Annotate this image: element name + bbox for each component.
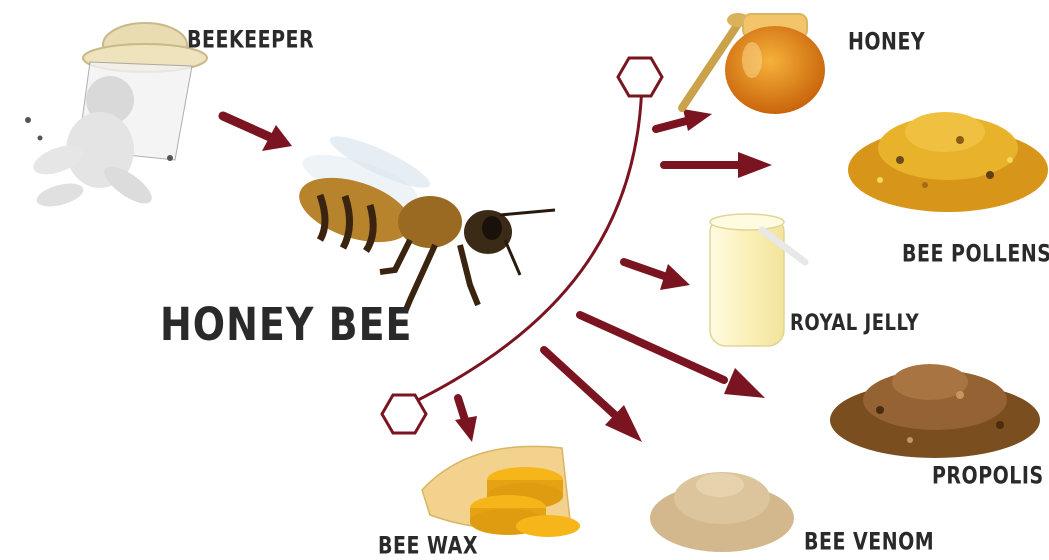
- arrow-to-bee-wax: [455, 398, 477, 442]
- bee-wax-illustration: [422, 446, 580, 537]
- honey-label: HONEY: [848, 28, 925, 56]
- arrow-beekeeper-to-bee: [223, 116, 292, 151]
- hexagon-top-icon: [618, 58, 662, 96]
- arrow-to-bee-pollens: [664, 152, 772, 178]
- bee-venom-label: BEE VENOM: [804, 528, 934, 556]
- arrow-to-honey: [656, 109, 712, 131]
- arrow-to-bee-venom: [544, 350, 642, 442]
- arrow-to-royal-jelly: [624, 262, 690, 290]
- beekeeper-label: BEEKEEPER: [187, 26, 314, 54]
- bee-wax-label: BEE WAX: [378, 532, 478, 560]
- honey-bee-illustration: [291, 128, 555, 312]
- honey-jar-illustration: [682, 13, 825, 114]
- hexagon-bottom-icon: [382, 395, 426, 433]
- propolis-illustration: [830, 364, 1040, 458]
- propolis-label: PROPOLIS: [932, 462, 1044, 490]
- bee-pollens-illustration: [848, 112, 1048, 212]
- beekeeper-illustration: [25, 23, 207, 211]
- bee-venom-illustration: [650, 472, 794, 552]
- honey-bee-title: HONEY BEE: [160, 298, 413, 351]
- bee-pollens-label: BEE POLLENS: [902, 240, 1049, 268]
- royal-jelly-label: ROYAL JELLY: [790, 310, 919, 336]
